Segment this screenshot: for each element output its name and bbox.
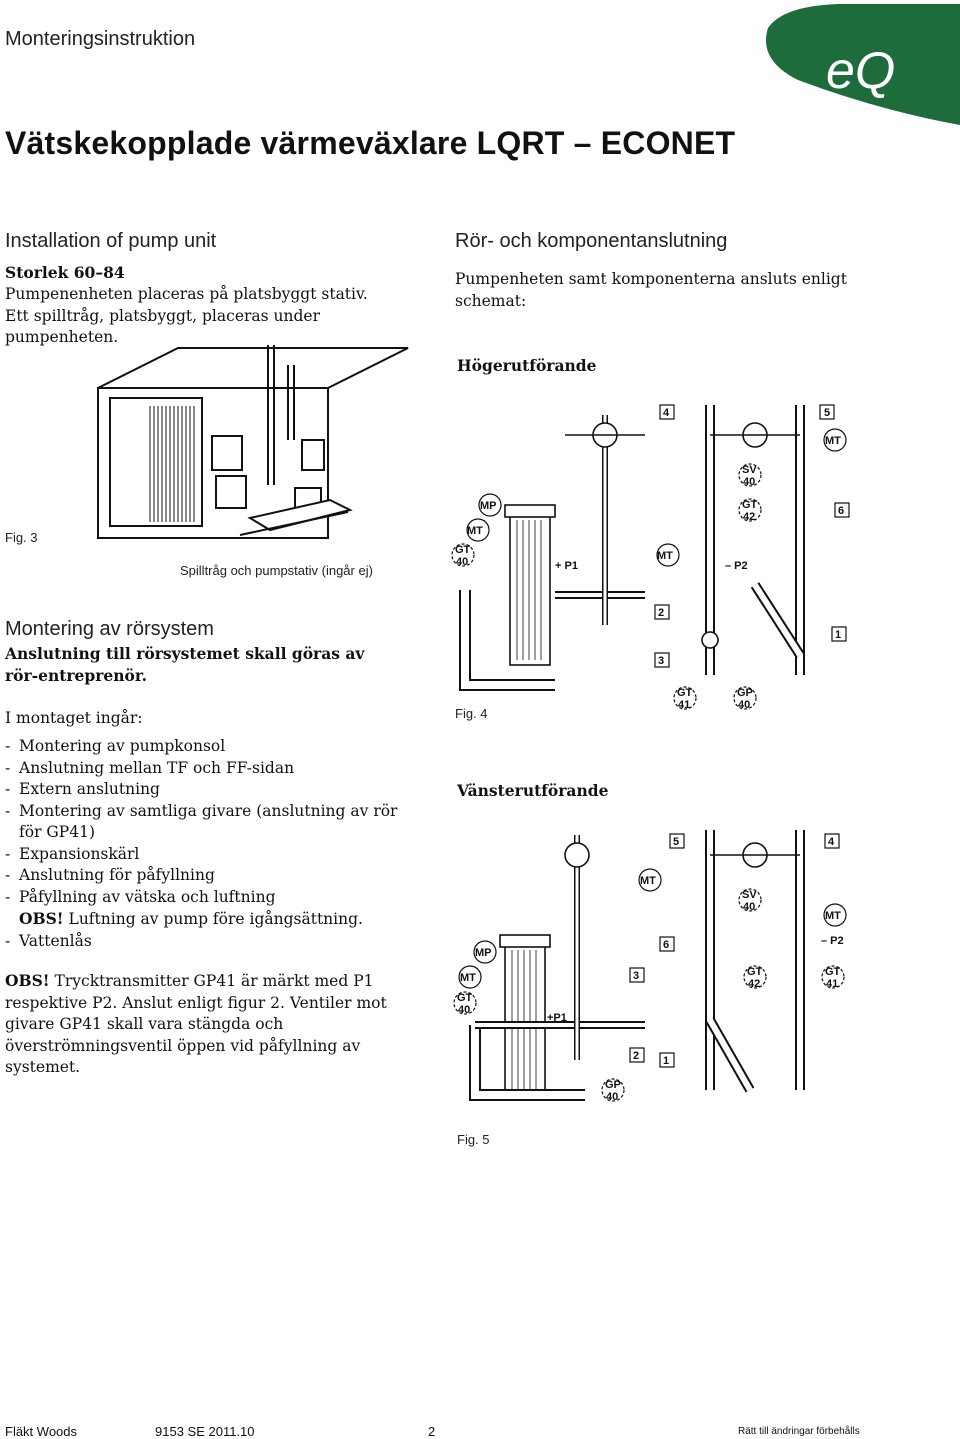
obs-paragraph: OBS! Trycktransmitter GP41 är märkt med … bbox=[5, 970, 405, 1079]
fig5-title: Vänsterutförande bbox=[457, 781, 609, 800]
right-heading: Rör- och komponentanslutning bbox=[455, 230, 728, 252]
fig3-label: Fig. 3 bbox=[5, 530, 38, 545]
fig5-schematic: 5 4 6 3 2 1 MT MT MT MP SV 40 GT 42 GT 4… bbox=[445, 820, 870, 1110]
svg-text:+P1: +P1 bbox=[547, 1012, 567, 1024]
svg-text:4: 4 bbox=[828, 836, 835, 848]
svg-text:42: 42 bbox=[743, 511, 755, 523]
svg-text:3: 3 bbox=[633, 970, 639, 982]
install-heading: Installation of pump unit bbox=[5, 230, 217, 252]
fig4-title: Högerutförande bbox=[457, 356, 597, 375]
includes-label: I montaget ingår: bbox=[5, 709, 143, 727]
svg-text:40: 40 bbox=[606, 1091, 618, 1103]
svg-text:– P2: – P2 bbox=[821, 935, 844, 947]
install-line-2: Ett spilltråg, platsbyggt, placeras unde… bbox=[5, 306, 320, 347]
svg-text:1: 1 bbox=[663, 1055, 669, 1067]
svg-text:41: 41 bbox=[678, 699, 690, 711]
mount-bold-text: Anslutning till rörsystemet skall göras … bbox=[5, 644, 365, 685]
list-item: -Anslutning för påfyllning bbox=[5, 866, 215, 884]
svg-text:4: 4 bbox=[663, 407, 670, 419]
list-item-obs: OBS! Luftning av pump före igångsättning… bbox=[19, 909, 363, 928]
svg-text:GT: GT bbox=[677, 687, 693, 699]
svg-text:MT: MT bbox=[460, 972, 476, 984]
svg-text:GP: GP bbox=[605, 1079, 621, 1091]
svg-text:GT: GT bbox=[825, 966, 841, 978]
page-title: Vätskekopplade värmeväxlare LQRT – ECONE… bbox=[5, 125, 736, 161]
svg-text:40: 40 bbox=[458, 1004, 470, 1016]
logo-shape bbox=[766, 4, 960, 125]
svg-text:GT: GT bbox=[742, 499, 758, 511]
list-item: -Vattenlås bbox=[5, 931, 92, 950]
footer-page-number: 2 bbox=[428, 1424, 436, 1439]
size-label: Storlek 60–84 bbox=[5, 263, 125, 282]
svg-text:MT: MT bbox=[640, 875, 656, 887]
fig3-caption: Spilltråg och pumpstativ (ingår ej) bbox=[180, 563, 373, 578]
svg-text:1: 1 bbox=[835, 629, 841, 641]
svg-text:40: 40 bbox=[456, 556, 468, 568]
list-item: -Montering av pumpkonsol bbox=[5, 737, 226, 755]
svg-text:6: 6 bbox=[663, 939, 669, 951]
right-text: Pumpenheten samt komponenterna ansluts e… bbox=[455, 270, 847, 310]
svg-text:MP: MP bbox=[480, 500, 497, 512]
svg-text:2: 2 bbox=[658, 607, 664, 619]
svg-text:MT: MT bbox=[825, 910, 841, 922]
svg-text:+ P1: + P1 bbox=[555, 560, 578, 572]
svg-text:3: 3 bbox=[658, 655, 664, 667]
list-item: -Anslutning mellan TF och FF-sidan bbox=[5, 758, 295, 777]
install-line-1: Pumpenenheten placeras på platsbyggt sta… bbox=[5, 285, 368, 303]
list-item: -Expansionskärl bbox=[5, 844, 140, 863]
footer-doc-number: 9153 SE 2011.10 bbox=[155, 1424, 255, 1439]
svg-text:GT: GT bbox=[455, 544, 471, 556]
svg-text:– P2: – P2 bbox=[725, 560, 748, 572]
obs-text: Trycktransmitter GP41 är märkt med P1 re… bbox=[5, 972, 387, 1076]
brand-logo: eQ bbox=[728, 0, 960, 125]
list-item: -Påfyllning av vätska och luftning bbox=[5, 887, 276, 906]
footer-rights: Rätt till ändringar förbehålls bbox=[738, 1426, 860, 1437]
svg-text:MT: MT bbox=[825, 435, 841, 447]
logo-text: eQ bbox=[826, 42, 895, 100]
svg-text:40: 40 bbox=[743, 901, 755, 913]
svg-text:40: 40 bbox=[743, 476, 755, 488]
svg-text:SV: SV bbox=[742, 464, 757, 476]
fig3-illustration bbox=[90, 340, 435, 550]
obs-label: OBS! bbox=[5, 971, 50, 990]
svg-text:GT: GT bbox=[457, 992, 473, 1004]
includes-list: -Montering av pumpkonsol -Anslutning mel… bbox=[5, 736, 405, 952]
list-item: -Montering av samtliga givare (anslutnin… bbox=[5, 801, 398, 842]
svg-text:MT: MT bbox=[467, 525, 483, 537]
mount-heading: Montering av rörsystem bbox=[5, 618, 214, 640]
svg-text:41: 41 bbox=[826, 978, 838, 990]
fig4-label: Fig. 4 bbox=[455, 706, 488, 721]
svg-text:GT: GT bbox=[747, 966, 763, 978]
fig4-schematic: 4 5 6 2 3 1 MT MT MT MP SV 40 GT 42 GT 4… bbox=[445, 395, 870, 715]
svg-text:MT: MT bbox=[657, 550, 673, 562]
fig5-label: Fig. 5 bbox=[457, 1132, 490, 1147]
svg-text:2: 2 bbox=[633, 1050, 639, 1062]
document-type-label: Monteringsinstruktion bbox=[5, 28, 196, 50]
svg-text:SV: SV bbox=[742, 889, 757, 901]
svg-text:GP: GP bbox=[737, 687, 753, 699]
footer-company: Fläkt Woods bbox=[5, 1424, 78, 1439]
svg-text:6: 6 bbox=[838, 505, 844, 517]
list-item: -Extern anslutning bbox=[5, 780, 160, 798]
svg-text:MP: MP bbox=[475, 947, 492, 959]
svg-text:5: 5 bbox=[824, 407, 830, 419]
svg-text:5: 5 bbox=[673, 836, 679, 848]
install-text: Pumpenenheten placeras på platsbyggt sta… bbox=[5, 284, 425, 349]
svg-text:40: 40 bbox=[738, 699, 750, 711]
svg-text:42: 42 bbox=[748, 978, 760, 990]
